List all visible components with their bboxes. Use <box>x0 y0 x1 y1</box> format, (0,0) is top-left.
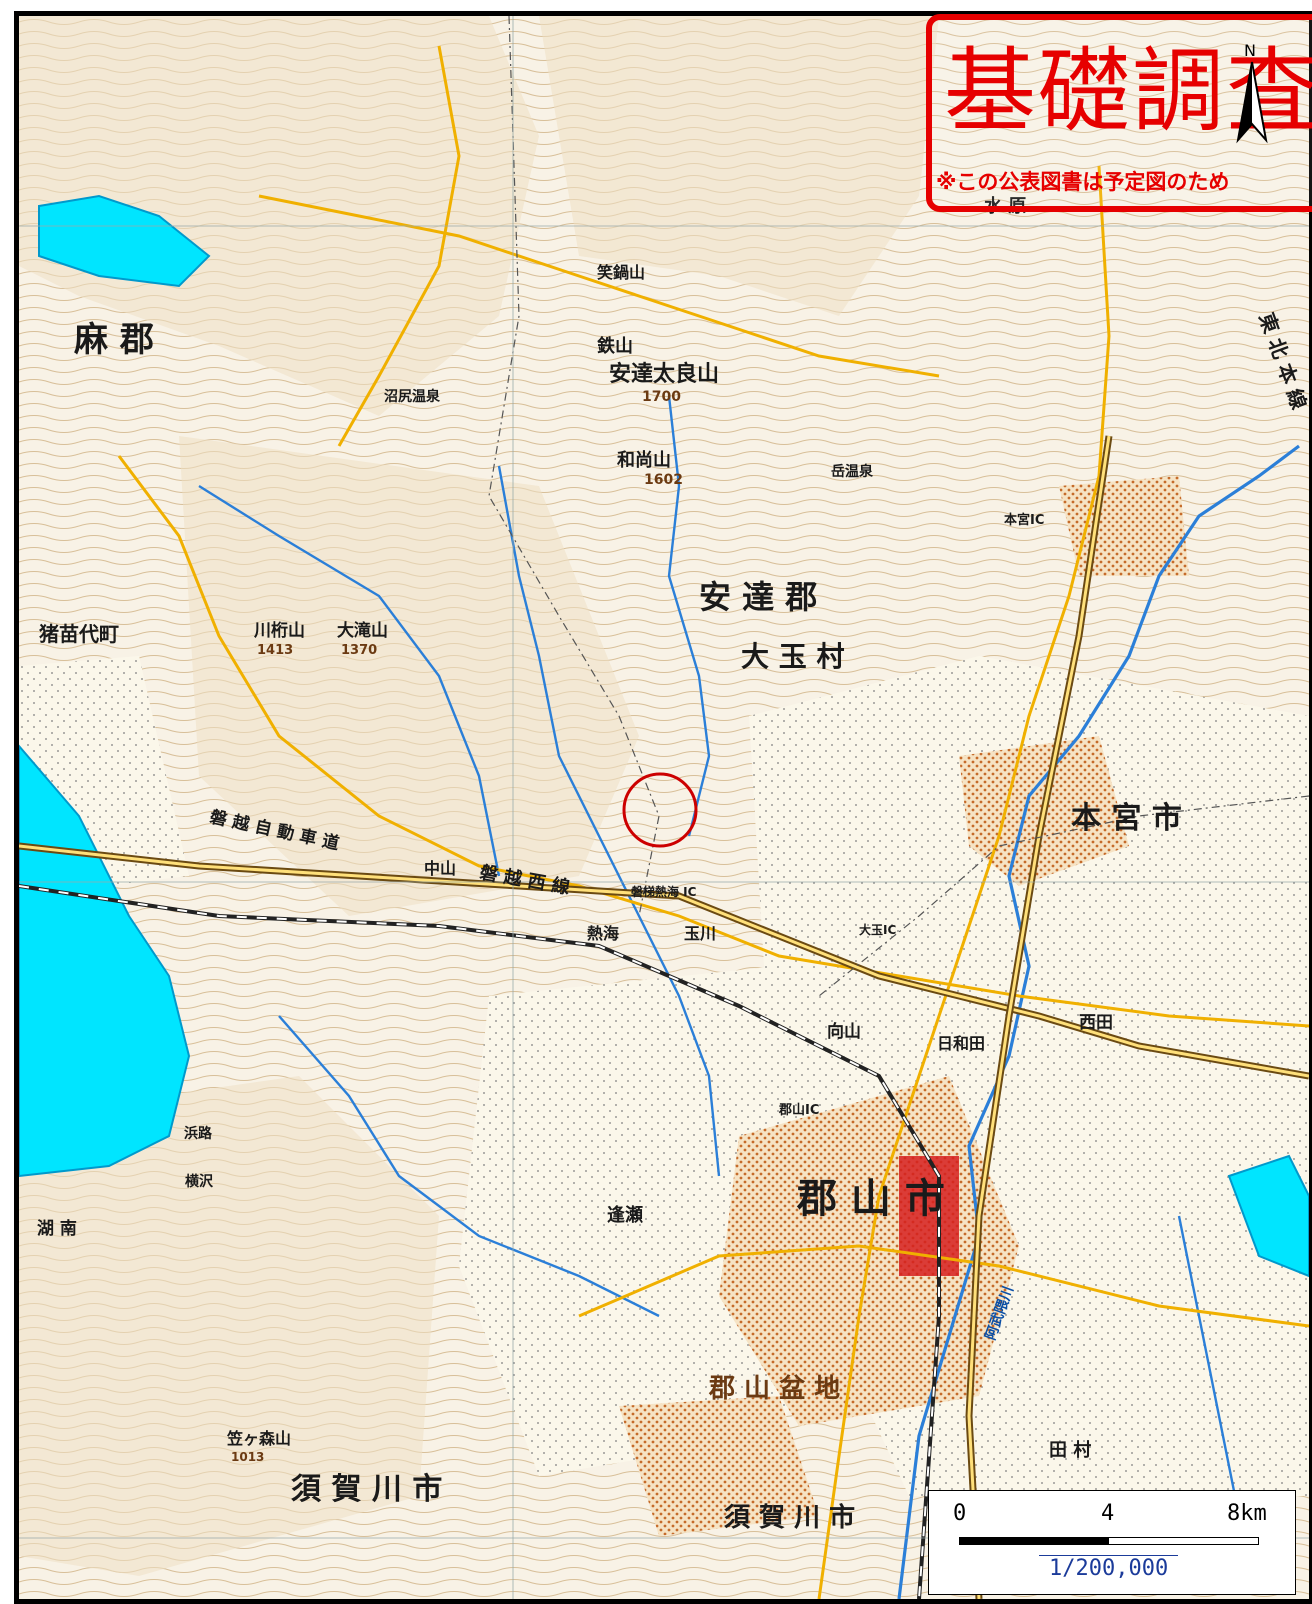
expressway <box>19 435 1309 1599</box>
scale-bar-panel: 0 4 8km 1/200,000 <box>928 1490 1296 1595</box>
site-marker-circle[interactable] <box>622 772 698 848</box>
label-tamagawa: 玉川 <box>684 924 716 943</box>
label-numajiri: 沼尻温泉 <box>384 388 441 405</box>
lake-east <box>1227 1154 1309 1278</box>
label-sukagawa-shi: 須 賀 川 市 <box>291 1472 442 1507</box>
label-tamura: 田 村 <box>1049 1439 1091 1461</box>
label-dake-onsen: 岳温泉 <box>831 463 874 480</box>
scale-tick-8km: 8km <box>1227 1501 1267 1526</box>
label-osho-elev: 1602 <box>644 472 683 488</box>
map-frame: 麻 郡 安 達 郡 大 玉 村 本 宮 市 郡 山 市 須 賀 川 市 須 賀 … <box>14 11 1312 1604</box>
label-motomiya-ic: 本宮IC <box>1004 512 1044 528</box>
label-koriyama-shi: 郡 山 市 <box>796 1176 945 1222</box>
mountain-areas <box>19 16 939 1576</box>
label-nishida: 西田 <box>1079 1013 1113 1033</box>
label-inawashiro: 猪苗代町 <box>39 622 119 646</box>
label-kasamori: 笠ヶ森山 <box>226 1429 291 1448</box>
north-arrow-icon: N <box>1232 40 1272 154</box>
label-otakiyama: 大滝山 <box>337 620 388 641</box>
label-nakayama: 中山 <box>424 859 456 878</box>
label-hamaji: 浜路 <box>184 1125 213 1142</box>
scale-segment-dark <box>960 1538 1109 1544</box>
label-osho: 和尚山 <box>617 449 671 471</box>
label-koriyama-ic: 郡山IC <box>778 1102 819 1118</box>
label-kawagetayama-elev: 1413 <box>257 643 293 658</box>
label-konan: 湖 南 <box>37 1218 77 1239</box>
label-asa-gun: 麻 郡 <box>74 320 154 360</box>
label-bandai-atami-ic: 磐梯熱海 IC <box>631 884 697 899</box>
north-label: N <box>1244 41 1256 60</box>
label-atami: 熱海 <box>587 924 619 943</box>
label-kasanuiyama: 笑鍋山 <box>597 263 645 282</box>
label-kasamori-elev: 1013 <box>231 1450 264 1464</box>
label-yokozawa: 横沢 <box>185 1173 214 1190</box>
label-tetsuzan: 鉄山 <box>597 335 633 357</box>
label-kikuta: 向山 <box>827 1021 861 1042</box>
railway <box>19 884 941 1599</box>
scale-tick-4: 4 <box>1101 1501 1115 1526</box>
roads <box>117 45 1309 1599</box>
river-abukuma <box>897 444 1300 1599</box>
label-ouse: 逢瀬 <box>607 1204 643 1226</box>
label-otama-mura: 大 玉 村 <box>741 640 845 673</box>
rivers <box>198 395 1300 1599</box>
label-adachi-gun: 安 達 郡 <box>699 578 817 616</box>
label-hiwada: 日和田 <box>937 1034 985 1053</box>
label-otama-ic: 大玉IC <box>859 922 896 937</box>
scale-ratio: 1/200,000 <box>1039 1555 1179 1581</box>
label-otakiyama-elev: 1370 <box>341 643 377 658</box>
scale-tick-0: 0 <box>953 1501 967 1526</box>
survey-note: ※この公表図書は予定図のため <box>936 170 1230 194</box>
scale-bar <box>959 1537 1259 1545</box>
boundaries <box>488 16 1309 997</box>
scale-segment-light <box>1109 1538 1258 1544</box>
label-koriyama-bonchi: 郡 山 盆 地 <box>708 1373 840 1404</box>
survey-title-box: 基礎調査 N ※この公表図書は予定図のため <box>926 14 1312 212</box>
label-kawagetayama: 川桁山 <box>253 621 305 641</box>
label-adatara-elev: 1700 <box>642 389 681 405</box>
topographic-map[interactable]: 麻 郡 安 達 郡 大 玉 村 本 宮 市 郡 山 市 須 賀 川 市 須 賀 … <box>19 16 1309 1599</box>
label-motomiya-shi: 本 宮 市 <box>1071 801 1182 836</box>
label-sukagawa-shi-south: 須 賀 川 市 <box>724 1502 855 1533</box>
label-adatara: 安達太良山 <box>609 361 719 387</box>
lake-akimoto <box>38 194 211 288</box>
